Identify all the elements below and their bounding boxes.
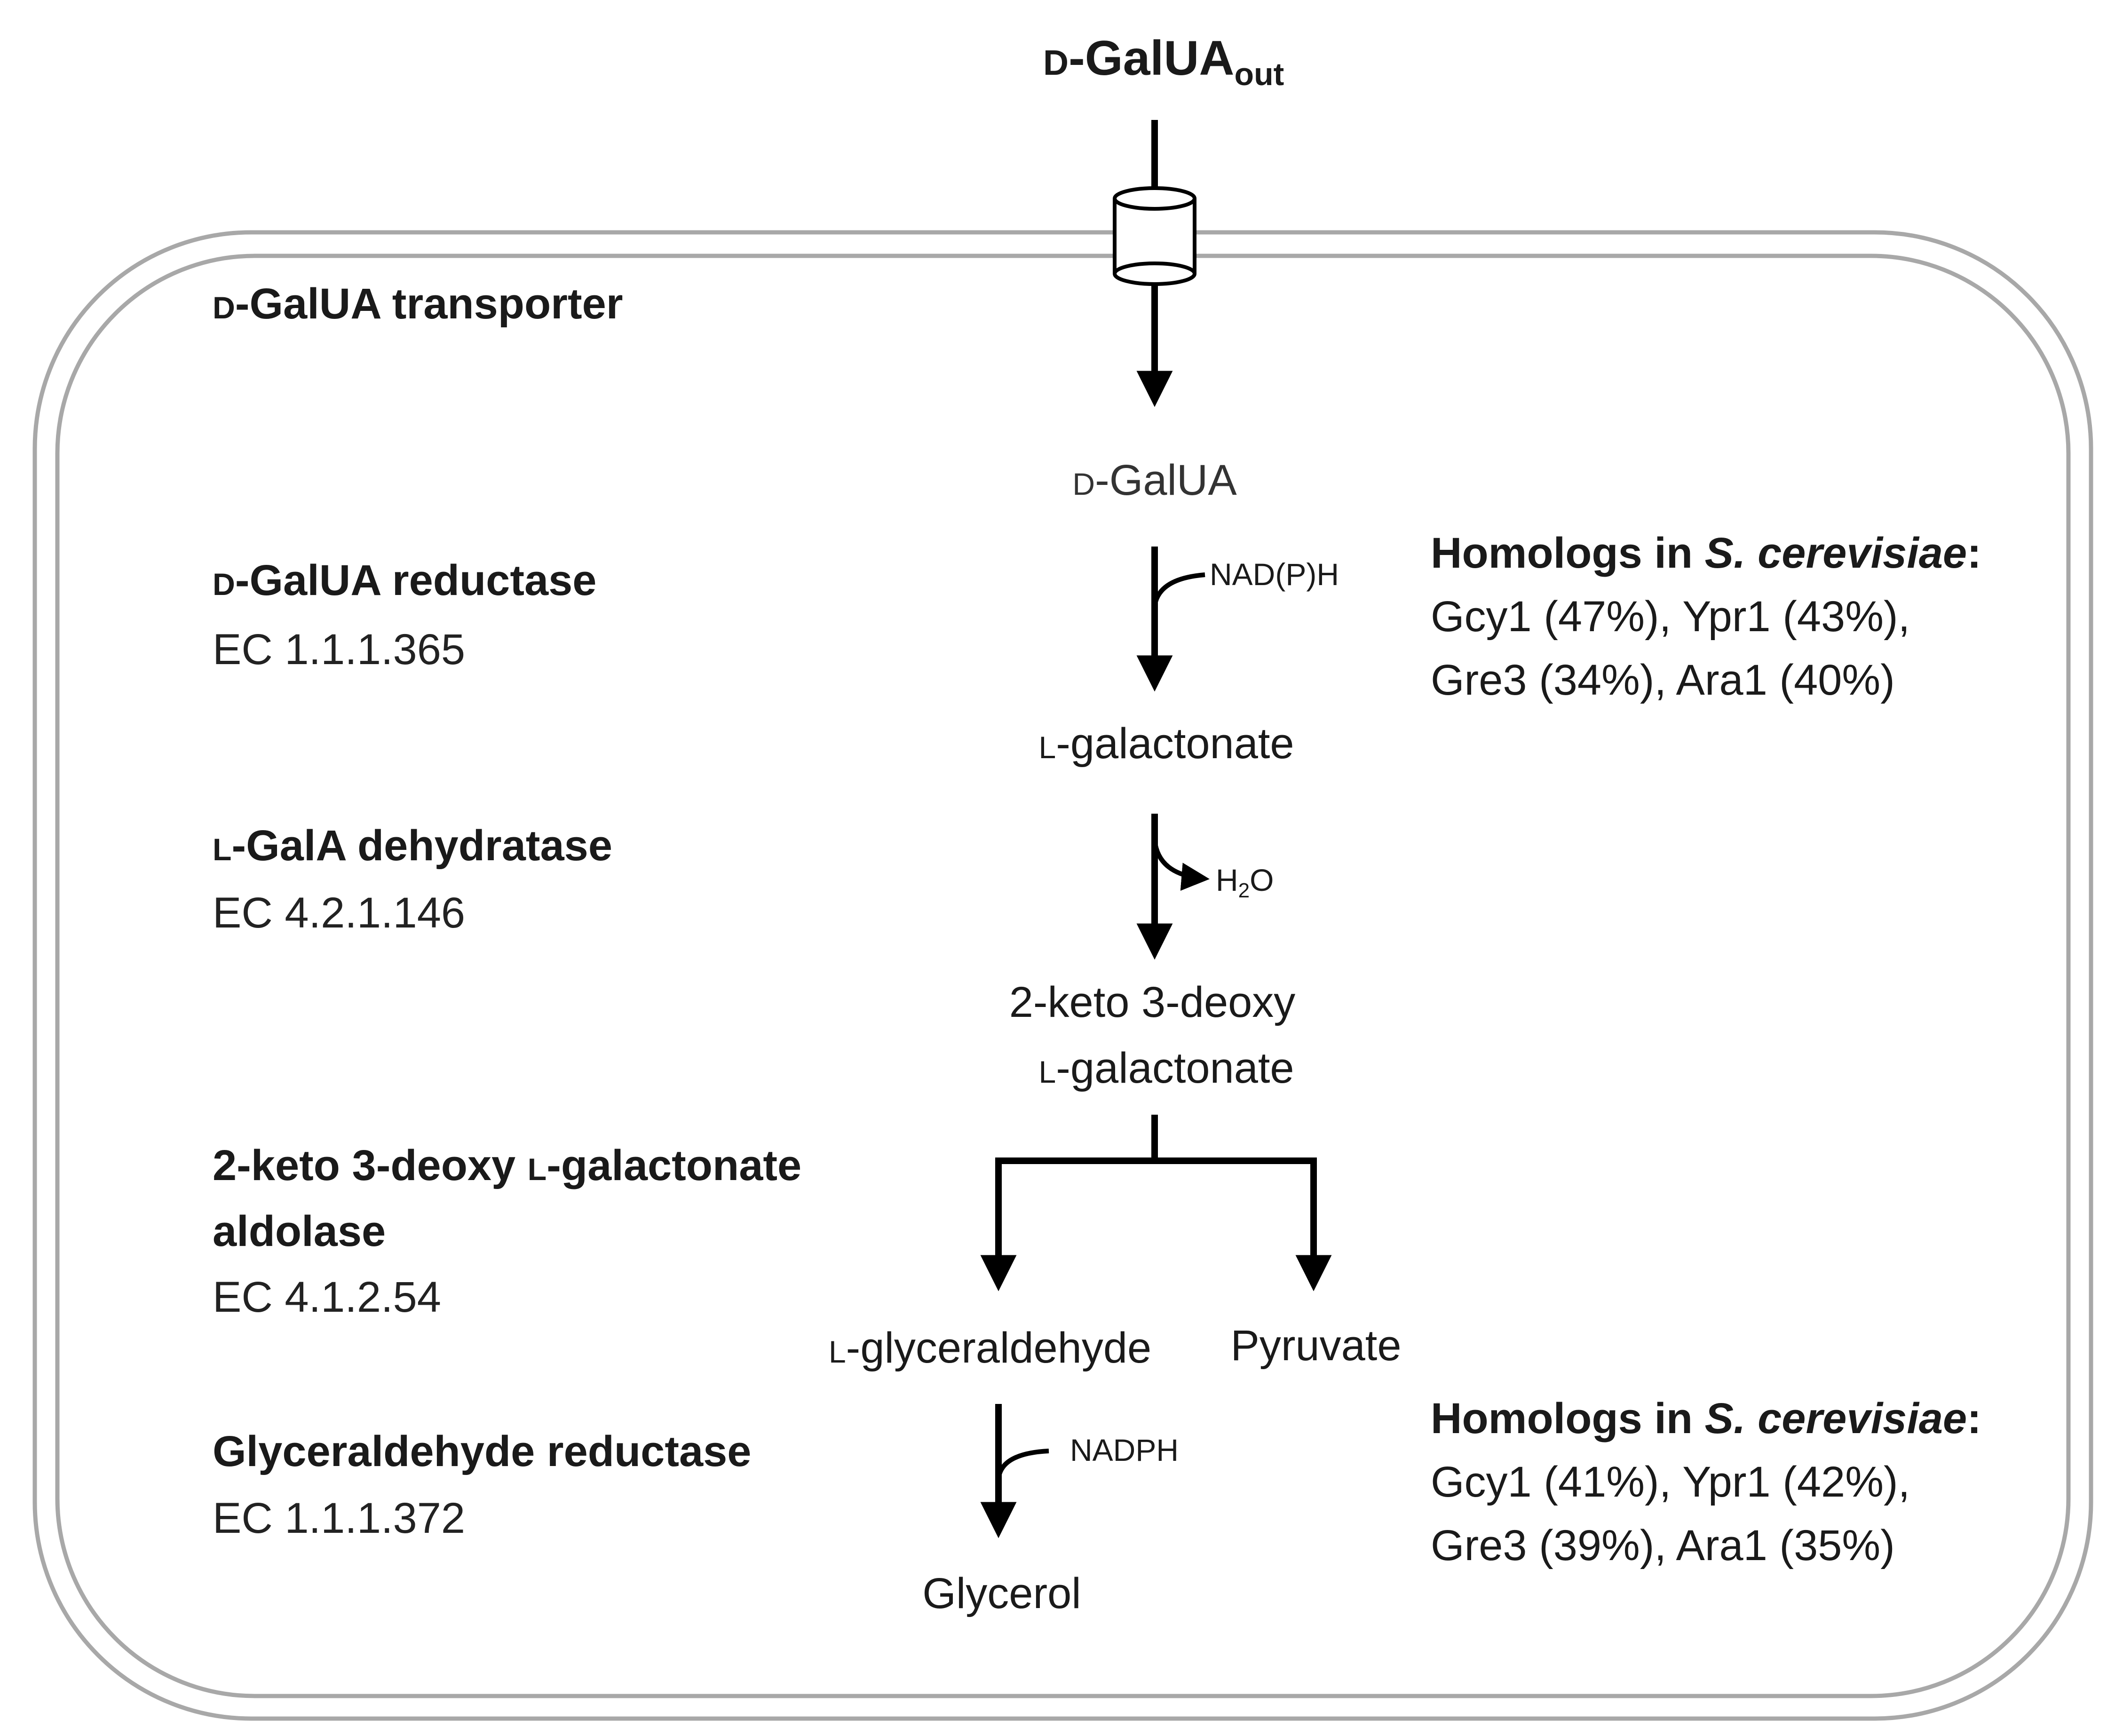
homologs-2-line1: Gcy1 (41%), Ypr1 (42%), <box>1431 1458 1910 1506</box>
label: -galactonate <box>1056 1044 1294 1092</box>
enzyme-dehydratase: L-GalA dehydratase <box>213 824 612 867</box>
species: S. cerevisiae <box>1704 1395 1967 1443</box>
ec-aldolase: EC 4.1.2.54 <box>213 1273 441 1321</box>
cofactor-curve-nadph-2 <box>996 1449 1049 1480</box>
species: S. cerevisiae <box>1704 529 1967 577</box>
title-subscript: out <box>1234 56 1284 92</box>
text: Homologs in <box>1431 1395 1705 1443</box>
metabolite-glycerol: Glycerol <box>922 1570 1081 1617</box>
enzyme-aldolase-line1: 2-keto 3-deoxy L-galactonate <box>213 1144 801 1187</box>
ec-dehydratase: EC 4.2.1.146 <box>213 889 466 937</box>
colon: : <box>1967 529 1981 577</box>
metabolite-keto-deoxy-line1: 2-keto 3-deoxy <box>1009 978 1296 1026</box>
prefix: D <box>1072 467 1095 502</box>
label: -GalA dehydratase <box>231 822 613 870</box>
water-release-curve <box>1152 839 1210 891</box>
metabolite-keto-deoxy-line2: L-galactonate <box>1038 1046 1294 1090</box>
ec-reductase: EC 1.1.1.365 <box>213 626 466 674</box>
label: -glyceraldehyde <box>846 1324 1152 1372</box>
colon: : <box>1967 1395 1981 1443</box>
label: -GalUA transporter <box>235 280 623 328</box>
cell-membrane-outer <box>32 230 2093 1721</box>
text: Homologs in <box>1431 529 1705 577</box>
enzyme-transporter: D-GalUA transporter <box>213 282 623 325</box>
prefix: D <box>213 567 235 602</box>
title-prefix: D <box>1043 43 1069 82</box>
label: -GalUA reductase <box>235 556 597 604</box>
text-tail: -galactonate <box>547 1141 802 1189</box>
title-name: -GalUA <box>1069 31 1235 86</box>
enzyme-glyceraldehyde-reductase: Glyceraldehyde reductase <box>213 1427 752 1475</box>
water-sub: 2 <box>1238 879 1250 903</box>
cofactor-curve-nadph <box>1152 572 1205 607</box>
enzyme-reductase: D-GalUA reductase <box>213 559 596 602</box>
cofactor-water: H2O <box>1216 864 1274 901</box>
metabolite-galactonate: L-galactonate <box>1038 722 1294 765</box>
extracellular-galua-title: D-GalUAout <box>1043 34 1284 90</box>
metabolite-glyceraldehyde: L-glyceraldehyde <box>829 1326 1151 1370</box>
prefix: L <box>213 832 232 867</box>
cofactor-nadph-2: NADPH <box>1070 1433 1179 1467</box>
water-tail: O <box>1250 863 1274 897</box>
transporter-channel-icon <box>1113 186 1196 286</box>
prefix: L <box>527 1152 547 1187</box>
label: -galactonate <box>1056 720 1294 768</box>
metabolite-pyruvate: Pyruvate <box>1230 1322 1402 1370</box>
homologs-2-line2: Gre3 (39%), Ara1 (35%) <box>1431 1522 1895 1570</box>
prefix: D <box>213 291 235 325</box>
metabolite-galua: D-GalUA <box>1072 459 1236 502</box>
label: -GalUA <box>1095 456 1237 504</box>
prefix: L <box>828 1335 846 1370</box>
prefix: L <box>1038 730 1056 765</box>
homologs-1-line1: Gcy1 (47%), Ypr1 (43%), <box>1431 593 1910 641</box>
enzyme-aldolase-line2: aldolase <box>213 1207 386 1255</box>
text: 2-keto 3-deoxy <box>213 1141 528 1189</box>
ec-glyceraldehyde-reductase: EC 1.1.1.372 <box>213 1494 466 1542</box>
prefix: L <box>1038 1055 1056 1090</box>
homologs-title-2: Homologs in S. cerevisiae: <box>1431 1397 1981 1440</box>
homologs-title-1: Homologs in S. cerevisiae: <box>1431 531 1981 575</box>
cofactor-nadph-1: NAD(P)H <box>1210 557 1339 592</box>
homologs-1-line2: Gre3 (34%), Ara1 (40%) <box>1431 656 1895 704</box>
water-base: H <box>1216 863 1238 897</box>
cell-membrane-inner <box>55 254 2071 1698</box>
